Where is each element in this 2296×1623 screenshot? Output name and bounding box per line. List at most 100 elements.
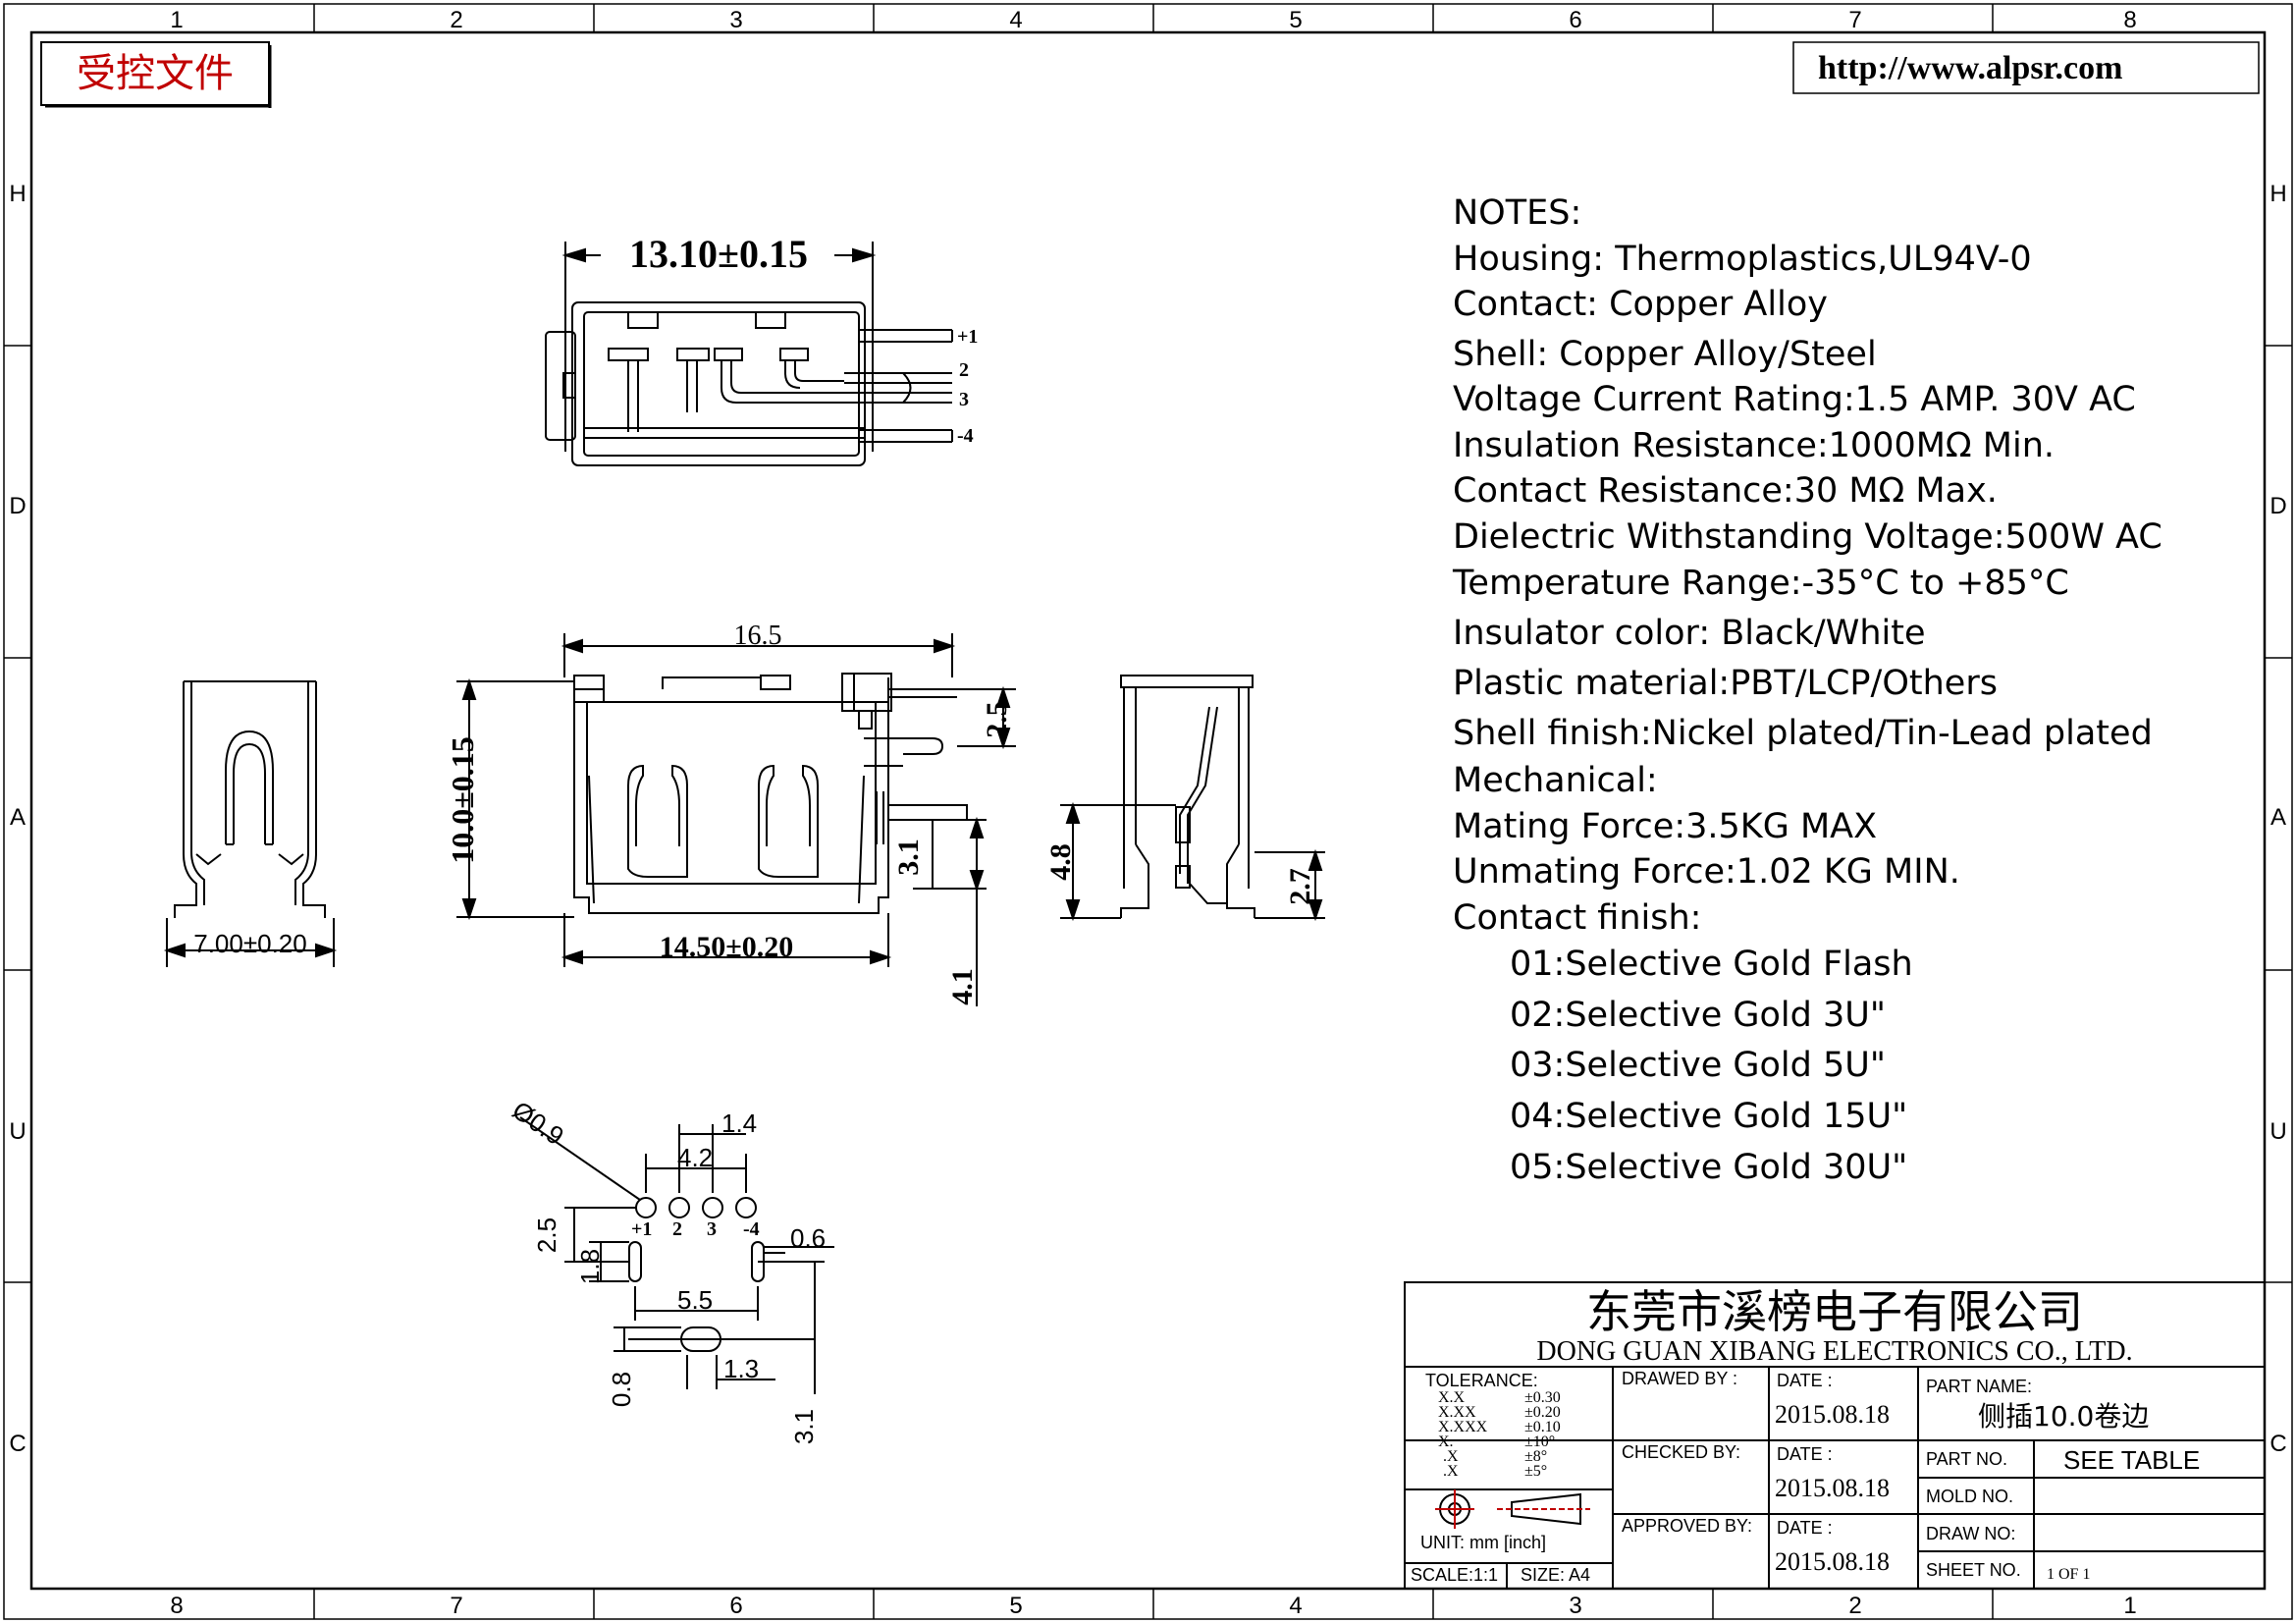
tol-value: ±8° xyxy=(1524,1448,1547,1465)
left-side-view xyxy=(163,680,338,967)
tol-key: X. xyxy=(1438,1434,1454,1450)
draw-no-label: DRAW NO: xyxy=(1926,1524,2015,1543)
col-label-bottom: 8 xyxy=(170,1593,183,1619)
note-line: Temperature Range:-35°C to +85°C xyxy=(1452,564,2069,603)
row-label-left: U xyxy=(9,1118,26,1145)
note-line: Insulator color: Black/White xyxy=(1453,614,1926,653)
col-label-top: 8 xyxy=(2123,7,2136,33)
note-line: Mating Force:3.5KG MAX xyxy=(1453,807,1877,846)
note-line: Housing: Thermoplastics,UL94V-0 xyxy=(1453,240,2032,279)
controlled-stamp: 受控文件 xyxy=(40,41,272,108)
checked-by-label: CHECKED BY: xyxy=(1622,1442,1740,1462)
url-box: http://www.alpsr.com xyxy=(1792,41,2260,94)
date-label: DATE : xyxy=(1777,1444,1833,1464)
row-label-left: D xyxy=(9,493,26,519)
pin-label: +1 xyxy=(957,326,978,348)
pcb-layout xyxy=(519,1116,834,1394)
dim-front-r3: 4.1 xyxy=(946,968,979,1005)
pcb-pin-label: +1 xyxy=(631,1218,652,1240)
notes: NOTES: Housing: Thermoplastics,UL94V-0 C… xyxy=(1452,193,2163,1187)
company-name-cn: 东莞市溪榜电子有限公司 xyxy=(1586,1285,2083,1338)
note-line: Plastic material:PBT/LCP/Others xyxy=(1453,664,1998,703)
pin-label: 2 xyxy=(959,359,969,381)
dim-rside-left: 4.8 xyxy=(1044,843,1077,881)
notes-heading: NOTES: xyxy=(1453,193,1581,233)
note-line: Shell finish:Nickel plated/Tin-Lead plat… xyxy=(1453,714,2153,753)
col-label-top: 1 xyxy=(170,7,183,33)
drawn-by-label: DRAWED BY : xyxy=(1622,1369,1737,1388)
note-line: Dielectric Withstanding Voltage:500W AC xyxy=(1453,517,2163,557)
dim-front-r1: 2.5 xyxy=(981,701,1013,738)
tol-key: .X xyxy=(1443,1448,1459,1465)
row-label-right: H xyxy=(2269,181,2286,207)
dim-pcb-d: 1.8 xyxy=(575,1249,605,1284)
drawn-date: 2015.08.18 xyxy=(1775,1400,1890,1429)
note-line: Insulation Resistance:1000MΩ Min. xyxy=(1453,426,2055,465)
tol-value: ±10° xyxy=(1524,1434,1555,1450)
title-block xyxy=(1404,1281,2266,1590)
approved-by-label: APPROVED BY: xyxy=(1622,1516,1752,1536)
dim-pcb-b: 4.2 xyxy=(677,1143,713,1172)
row-label-right: D xyxy=(2269,493,2286,519)
row-label-left: A xyxy=(10,804,26,831)
sheet-value: 1 OF 1 xyxy=(2047,1566,2090,1583)
row-label-right: C xyxy=(2269,1431,2286,1457)
part-name-label: PART NAME: xyxy=(1926,1377,2032,1396)
col-label-bottom: 5 xyxy=(1009,1593,1022,1619)
top-view xyxy=(545,242,953,466)
dim-rside-right: 2.7 xyxy=(1284,868,1316,905)
dim-pcb-g: 0.8 xyxy=(607,1372,636,1407)
finish-option: 05:Selective Gold 30U" xyxy=(1510,1148,1907,1187)
col-label-top: 3 xyxy=(729,7,742,33)
tol-value: ±0.10 xyxy=(1524,1419,1561,1435)
row-label-left: H xyxy=(9,181,26,207)
part-name-value: 侧插10.0卷边 xyxy=(1978,1400,2149,1433)
mold-no-label: MOLD NO. xyxy=(1926,1487,2013,1506)
pcb-pin-label: 2 xyxy=(672,1218,682,1240)
col-label-top: 2 xyxy=(450,7,462,33)
right-side-view xyxy=(1060,675,1325,922)
dim-pcb-h: 1.3 xyxy=(723,1354,759,1383)
dim-pcb-c: 2.5 xyxy=(532,1217,561,1253)
col-label-bottom: 3 xyxy=(1569,1593,1581,1619)
note-line: Contact: Copper Alloy xyxy=(1453,285,1828,324)
dim-pcb-f: 5.5 xyxy=(677,1285,713,1315)
finish-option: 02:Selective Gold 3U" xyxy=(1510,996,1886,1035)
dim-front-bottom: 14.50±0.20 xyxy=(660,931,793,963)
col-label-bottom: 1 xyxy=(2123,1593,2136,1619)
date-label: DATE : xyxy=(1777,1518,1833,1538)
finish-option: 01:Selective Gold Flash xyxy=(1510,945,1913,984)
title-block-text: 东莞市溪榜电子有限公司 DONG GUAN XIBANG ELECTRONICS… xyxy=(1411,1285,2200,1585)
pcb-pin-label: 3 xyxy=(707,1218,717,1240)
tol-value: ±5° xyxy=(1524,1463,1547,1480)
tol-key: .X xyxy=(1443,1463,1459,1480)
col-label-top: 6 xyxy=(1569,7,1581,33)
tol-key: X.XXX xyxy=(1438,1419,1488,1435)
note-line: Unmating Force:1.02 KG MIN. xyxy=(1453,852,1960,892)
note-line: Mechanical: xyxy=(1453,761,1658,800)
size-label: SIZE: A4 xyxy=(1521,1565,1590,1585)
grid-ticks xyxy=(4,4,2292,1619)
tol-value: ±0.20 xyxy=(1524,1404,1561,1421)
dim-pcb-i: 3.1 xyxy=(789,1409,819,1444)
part-no-label: PART NO. xyxy=(1926,1449,2007,1469)
company-name-en: DONG GUAN XIBANG ELECTRONICS CO., LTD. xyxy=(1536,1336,2132,1367)
sheet-no-label: SHEET NO. xyxy=(1926,1560,2021,1580)
col-label-top: 5 xyxy=(1289,7,1302,33)
frame xyxy=(3,3,2293,1620)
note-line: Voltage Current Rating:1.5 AMP. 30V AC xyxy=(1453,380,2136,419)
part-no-value: SEE TABLE xyxy=(2063,1445,2200,1475)
tol-value: ±0.30 xyxy=(1524,1389,1561,1406)
row-label-right: A xyxy=(2270,804,2286,831)
col-label-top: 7 xyxy=(1848,7,1861,33)
dim-pcb-e: 0.6 xyxy=(790,1223,826,1253)
row-label-left: C xyxy=(9,1431,26,1457)
checked-date: 2015.08.18 xyxy=(1775,1474,1890,1502)
pin-label: 3 xyxy=(959,389,969,410)
website-url[interactable]: http://www.alpsr.com xyxy=(1818,50,2122,86)
col-label-bottom: 4 xyxy=(1289,1593,1302,1619)
col-label-bottom: 6 xyxy=(729,1593,742,1619)
date-label: DATE : xyxy=(1777,1371,1833,1390)
finish-option: 04:Selective Gold 15U" xyxy=(1510,1097,1907,1136)
approved-date: 2015.08.18 xyxy=(1775,1547,1890,1576)
